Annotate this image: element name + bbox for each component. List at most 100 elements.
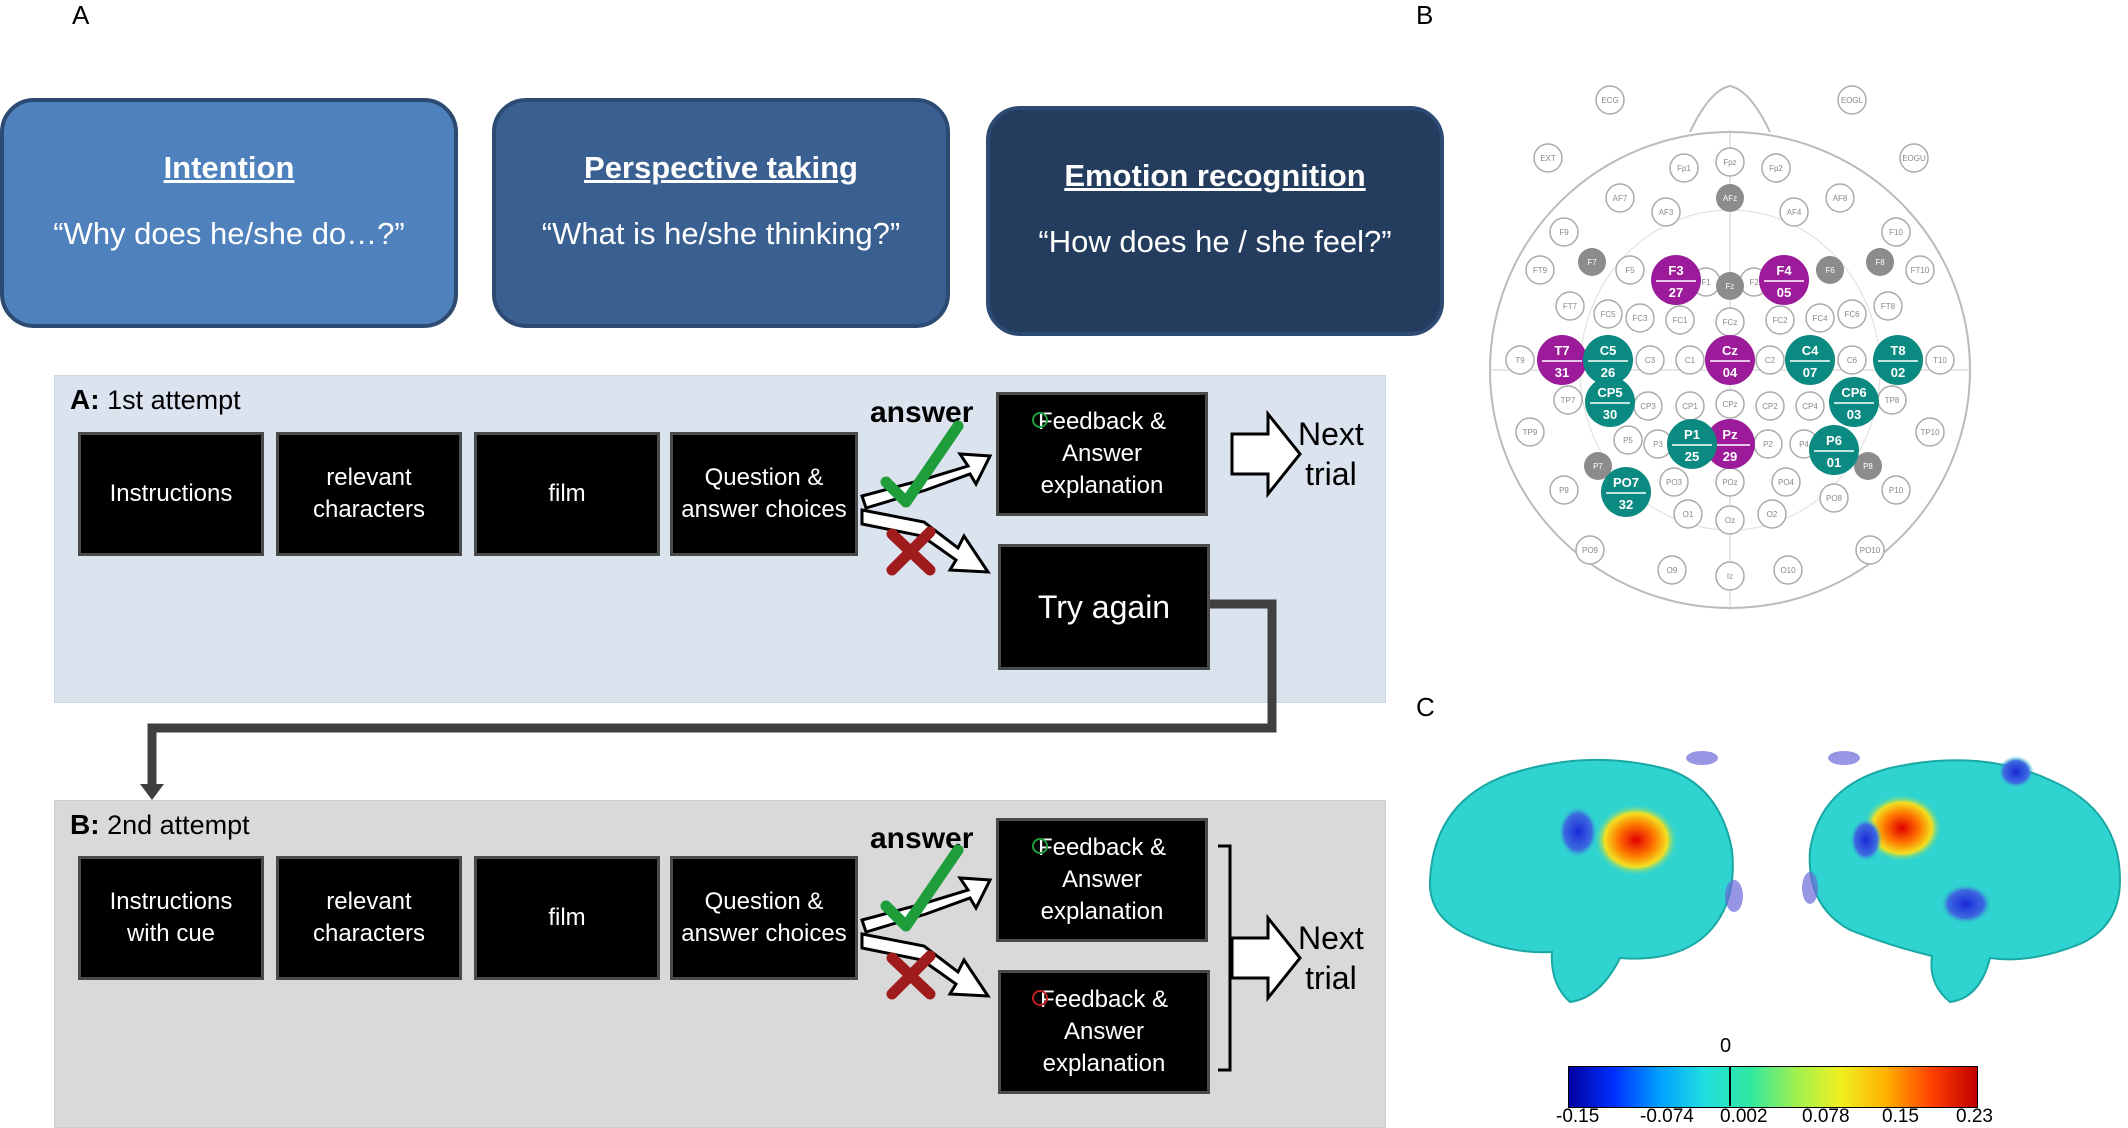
cross-icon — [886, 526, 936, 576]
svg-text:ECG: ECG — [1601, 96, 1618, 105]
colorbar-tick: 0.002 — [1720, 1106, 1768, 1127]
svg-text:Oz: Oz — [1725, 516, 1735, 525]
svg-text:P8: P8 — [1863, 462, 1873, 471]
electrode-t9: T9 — [1505, 345, 1535, 375]
svg-text:PO10: PO10 — [1860, 546, 1881, 555]
electrode-afz: AFz — [1716, 184, 1744, 212]
svg-text:EOGL: EOGL — [1841, 96, 1864, 105]
step-instructions-with-cue: Instructions with cue — [78, 856, 264, 980]
electrode-p2: P2 — [1753, 429, 1783, 459]
svg-text:FC4: FC4 — [1812, 314, 1828, 323]
svg-text:F10: F10 — [1889, 228, 1903, 237]
svg-text:P1: P1 — [1684, 427, 1700, 442]
thumbs-up-icon — [1032, 412, 1048, 428]
colorbar-ticks: -0.15 -0.074 0.002 0.078 0.15 0.23 — [1556, 1106, 1996, 1128]
colorbar-tick: -0.074 — [1640, 1106, 1694, 1127]
svg-text:AF4: AF4 — [1787, 208, 1802, 217]
electrode-af7: AF7 — [1605, 183, 1635, 213]
feedback-wrong-box-2: Feedback & Answer explanation — [998, 970, 1210, 1094]
svg-text:P4: P4 — [1799, 440, 1809, 449]
feedback-correct-box-2: Feedback & Answer explanation — [996, 818, 1208, 942]
svg-text:C5: C5 — [1600, 343, 1617, 358]
connector-arrowhead — [140, 784, 164, 800]
electrode-ft10: FT10 — [1905, 255, 1935, 285]
svg-text:F9: F9 — [1559, 228, 1569, 237]
svg-text:O9: O9 — [1667, 566, 1678, 575]
electrode-po10: PO10 — [1855, 535, 1885, 565]
electrode-eogu: EOGU — [1899, 143, 1929, 173]
bracket — [1218, 844, 1232, 1072]
electrode-fc2: FC2 — [1765, 305, 1795, 335]
electrode-po9: PO9 — [1575, 535, 1605, 565]
brain-left-hemisphere — [1428, 758, 1734, 1004]
electrode-po8: PO8 — [1819, 483, 1849, 513]
electrode-tp7: TP7 — [1553, 385, 1583, 415]
try-again-box: Try again — [998, 544, 1210, 670]
svg-text:FC1: FC1 — [1672, 316, 1688, 325]
electrode-cp1: CP1 — [1675, 391, 1705, 421]
svg-text:FC3: FC3 — [1632, 314, 1648, 323]
electrode-f6: F6 — [1816, 256, 1844, 284]
svg-text:29: 29 — [1723, 449, 1737, 464]
electrode-po3: PO3 — [1659, 467, 1689, 497]
svg-text:31: 31 — [1555, 365, 1569, 380]
svg-text:O10: O10 — [1780, 566, 1796, 575]
svg-text:C3: C3 — [1645, 356, 1656, 365]
check-icon-2 — [880, 844, 964, 932]
electrode-cp2: CP2 — [1755, 391, 1785, 421]
electrode-c6: C6 — [1837, 345, 1867, 375]
feedback-correct-box-1: Feedback & Answer explanation — [996, 392, 1208, 516]
svg-text:POz: POz — [1722, 478, 1738, 487]
electrode-tp8: TP8 — [1877, 385, 1907, 415]
svg-text:CP3: CP3 — [1640, 402, 1656, 411]
electrode-t10: T10 — [1925, 345, 1955, 375]
svg-text:TP7: TP7 — [1561, 396, 1576, 405]
electrode-po4: PO4 — [1771, 467, 1801, 497]
electrode-o2: O2 — [1757, 499, 1787, 529]
electrode-iz: Iz — [1715, 561, 1745, 591]
electrode-oz: Oz — [1715, 505, 1745, 535]
next-trial-label-2: Next trial — [1298, 920, 1364, 996]
svg-text:TP8: TP8 — [1885, 396, 1900, 405]
electrode-f8: F8 — [1866, 248, 1894, 276]
colorbar-zero-marker — [1729, 1066, 1731, 1106]
electrode-cpz: CPz — [1715, 389, 1745, 419]
colorbar-tick: -0.15 — [1556, 1106, 1600, 1127]
electrode-f10: F10 — [1881, 217, 1911, 247]
svg-text:PO7: PO7 — [1613, 475, 1639, 490]
category-title: Emotion recognition — [1064, 158, 1366, 193]
electrode-poz: POz — [1715, 467, 1745, 497]
svg-text:T10: T10 — [1933, 356, 1947, 365]
svg-text:30: 30 — [1603, 407, 1617, 422]
step-relevant-characters: relevant characters — [276, 432, 462, 556]
svg-text:C2: C2 — [1765, 356, 1776, 365]
svg-text:F1: F1 — [1701, 278, 1711, 287]
panel-label-c: C — [1416, 692, 1435, 722]
svg-text:FCz: FCz — [1723, 318, 1738, 327]
svg-text:TP9: TP9 — [1523, 428, 1538, 437]
svg-text:CPz: CPz — [1722, 400, 1737, 409]
electrode-fc4: FC4 — [1805, 303, 1835, 333]
electrode-f7: F7 — [1578, 248, 1606, 276]
svg-text:Fz: Fz — [1726, 282, 1735, 291]
svg-text:P5: P5 — [1623, 436, 1633, 445]
step-instructions: Instructions — [78, 432, 264, 556]
electrode-p9: P9 — [1549, 475, 1579, 505]
electrode-fc3: FC3 — [1625, 303, 1655, 333]
category-question: “What is he/she thinking?” — [541, 216, 901, 251]
category-title: Intention — [163, 150, 295, 185]
svg-text:F8: F8 — [1875, 258, 1885, 267]
electrode-af3: AF3 — [1651, 197, 1681, 227]
attempt-1-title: A: 1st attempt — [70, 384, 241, 416]
svg-text:32: 32 — [1619, 497, 1633, 512]
electrode-fc5: FC5 — [1593, 299, 1623, 329]
electrode-c2: C2 — [1755, 345, 1785, 375]
svg-text:Fpz: Fpz — [1723, 158, 1736, 167]
electrode-p7: P7 — [1584, 452, 1612, 480]
category-intention: Intention “Why does he/she do…?” — [0, 98, 458, 328]
